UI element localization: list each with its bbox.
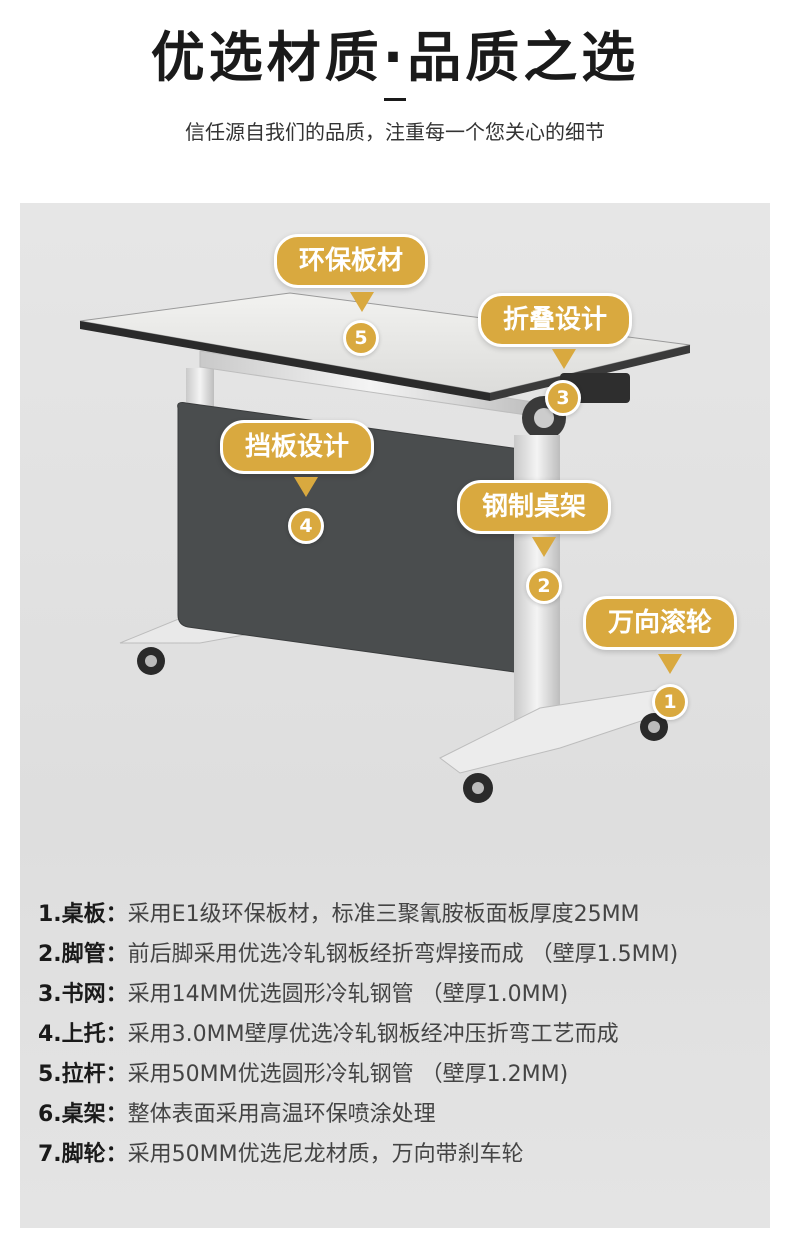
down-arrow-icon	[294, 477, 318, 497]
spec-row: 1.桌板：采用E1级环保板材，标准三聚氰胺板面板厚度25MM	[38, 895, 758, 935]
marker-4: 4	[288, 508, 324, 544]
title-underline	[384, 98, 406, 101]
marker-5: 5	[343, 320, 379, 356]
spec-label: 7.脚轮：	[38, 1142, 128, 1167]
callout-universal-casters: 万向滚轮	[583, 596, 738, 650]
down-arrow-icon	[658, 654, 682, 674]
spec-row: 4.上托：采用3.0MM壁厚优选冷轧钢板经冲压折弯工艺而成	[38, 1015, 758, 1055]
spec-label: 2.脚管：	[38, 942, 128, 967]
spec-value: 采用50MM优选圆形冷轧钢管 （壁厚1.2MM)	[127, 1062, 569, 1087]
callout-eco-board: 环保板材	[274, 234, 429, 288]
spec-label: 1.桌板：	[38, 902, 128, 927]
spec-value: 整体表面采用高温环保喷涂处理	[127, 1102, 436, 1127]
marker-3: 3	[545, 380, 581, 416]
spec-row: 5.拉杆：采用50MM优选圆形冷轧钢管 （壁厚1.2MM)	[38, 1055, 758, 1095]
spec-label: 6.桌架：	[38, 1102, 128, 1127]
callout-steel-frame: 钢制桌架	[457, 480, 612, 534]
spec-row: 3.书网：采用14MM优选圆形冷轧钢管 （壁厚1.0MM)	[38, 975, 758, 1015]
spec-row: 6.桌架：整体表面采用高温环保喷涂处理	[38, 1095, 758, 1135]
down-arrow-icon	[350, 292, 374, 312]
page-subtitle: 信任源自我们的品质，注重每一个您关心的细节	[185, 120, 605, 144]
spec-value: 采用E1级环保板材，标准三聚氰胺板面板厚度25MM	[127, 902, 640, 927]
spec-row: 2.脚管：前后脚采用优选冷轧钢板经折弯焊接而成 （壁厚1.5MM)	[38, 935, 758, 975]
spec-row: 7.脚轮：采用50MM优选尼龙材质，万向带刹车轮	[38, 1135, 758, 1175]
callout-folding-design: 折叠设计	[478, 293, 633, 347]
spec-list: 1.桌板：采用E1级环保板材，标准三聚氰胺板面板厚度25MM 2.脚管：前后脚采…	[38, 895, 758, 1175]
page-title: 优选材质·品质之选	[150, 26, 640, 89]
callout-modesty-panel: 挡板设计	[220, 420, 375, 474]
spec-value: 采用50MM优选尼龙材质，万向带刹车轮	[127, 1142, 524, 1167]
product-panel: 环保板材 5 折叠设计 3 挡板设计 4 钢制桌架 2 万向滚轮 1 1.桌板：…	[20, 203, 770, 1228]
spec-value: 采用14MM优选圆形冷轧钢管 （壁厚1.0MM)	[127, 982, 569, 1007]
spec-value: 前后脚采用优选冷轧钢板经折弯焊接而成 （壁厚1.5MM)	[127, 942, 679, 967]
marker-1: 1	[652, 684, 688, 720]
marker-2: 2	[526, 568, 562, 604]
spec-label: 3.书网：	[38, 982, 128, 1007]
spec-value: 采用3.0MM壁厚优选冷轧钢板经冲压折弯工艺而成	[127, 1022, 619, 1047]
down-arrow-icon	[532, 537, 556, 557]
spec-label: 5.拉杆：	[38, 1062, 128, 1087]
spec-label: 4.上托：	[38, 1022, 128, 1047]
down-arrow-icon	[552, 349, 576, 369]
folding-table-image	[79, 292, 691, 803]
